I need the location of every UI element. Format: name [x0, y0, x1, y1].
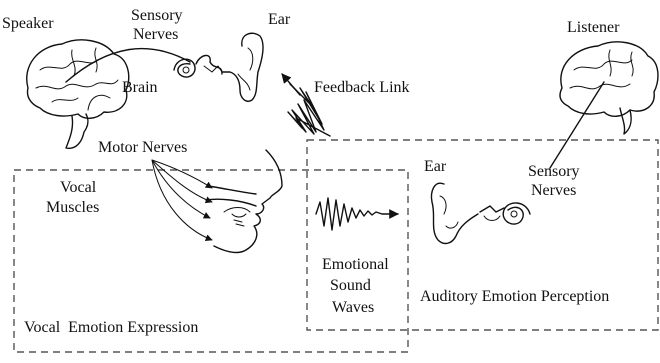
ear-right-icon	[432, 183, 479, 243]
feedback-link-label: Feedback Link	[314, 79, 410, 96]
sensory-nerves-left-label-2: Nerves	[133, 26, 178, 43]
cochlea-top-icon	[174, 55, 222, 77]
motor-nerve-2	[152, 160, 212, 202]
vocal-expression-label: Vocal Emotion Expression	[24, 319, 198, 336]
speaker-label: Speaker	[2, 15, 54, 32]
ear-top-icon	[222, 33, 263, 101]
brain-label: Brain	[122, 79, 158, 96]
ear-top-label: Ear	[268, 11, 291, 28]
sensory-nerves-right-label-2: Nerves	[531, 182, 576, 199]
sensory-nerve-right	[550, 82, 604, 168]
vocal-muscles-label-2: Muscles	[46, 199, 99, 216]
emotional-label-3: Waves	[332, 299, 374, 316]
vocal-muscles-label-1: Vocal	[60, 179, 97, 196]
cochlea-right-icon	[480, 203, 530, 224]
sound-wave-icon	[316, 198, 398, 230]
ear-right-label: Ear	[424, 158, 447, 175]
auditory-perception-label: Auditory Emotion Perception	[420, 288, 609, 305]
vocal-tract-icon	[206, 150, 282, 253]
sensory-nerves-left-label-1: Sensory	[131, 7, 183, 24]
sensory-nerves-right-label-1: Sensory	[528, 163, 580, 180]
listener-label: Listener	[567, 19, 620, 36]
speaker-brain-icon	[27, 40, 129, 148]
listener-brain-icon	[560, 42, 658, 134]
sensory-nerve-left	[66, 49, 190, 82]
emotional-label-2: Sound	[330, 277, 371, 294]
motor-nerves-label: Motor Nerves	[98, 139, 187, 156]
emotional-label-1: Emotional	[322, 256, 389, 273]
